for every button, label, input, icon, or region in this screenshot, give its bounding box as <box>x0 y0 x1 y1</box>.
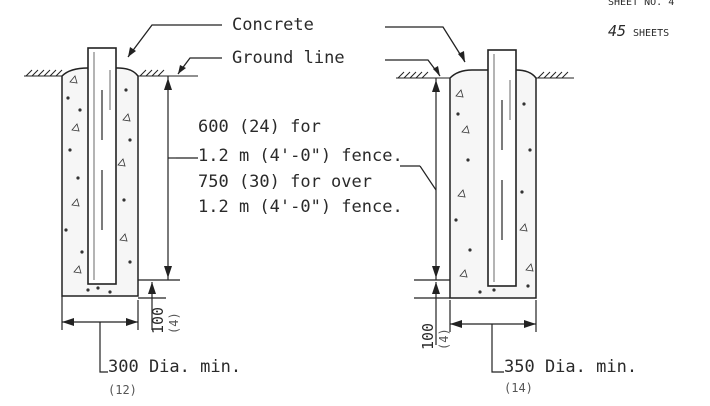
concrete-leader-right <box>385 26 466 63</box>
depth-note-line-2: 1.2 m (4'-0") fence. <box>198 146 403 166</box>
diameter-dimension-left <box>61 296 139 373</box>
right-footing: 100 (4) 350 Dia. min. (14) <box>396 49 637 395</box>
right-diameter-label: 350 Dia. min. <box>504 357 637 377</box>
depth-dimension-left <box>138 76 180 281</box>
diameter-dimension-right <box>449 300 537 373</box>
depth-note: 600 (24) for 1.2 m (4'-0") fence. 750 (3… <box>168 117 437 217</box>
offset-dimension-right <box>414 282 450 345</box>
left-diameter-imperial: (12) <box>108 383 137 397</box>
depth-note-line-3: 750 (30) for over <box>198 172 372 192</box>
aggregate-left <box>64 75 132 294</box>
ground-line-label: Ground line <box>232 48 345 68</box>
ground-hatch-right <box>396 71 574 79</box>
concrete-label: Concrete <box>232 15 314 35</box>
right-offset-imperial: (4) <box>437 328 451 350</box>
right-offset-value: 100 <box>419 323 437 350</box>
sheet-number-label: SHEET NO. 4 <box>608 0 674 8</box>
left-offset-imperial: (4) <box>167 312 181 334</box>
concrete-leader-left <box>127 24 222 58</box>
right-diameter-imperial: (14) <box>504 381 533 395</box>
left-diameter-label: 300 Dia. min. <box>108 357 241 377</box>
fence-post-left <box>87 47 117 285</box>
ground-line-leader-left <box>177 57 222 75</box>
ground-line-leader-right <box>385 59 441 77</box>
sheets-count: 45 <box>608 22 626 40</box>
sheets-word: SHEETS <box>633 28 669 39</box>
left-footing: 100 (4) 300 Dia. min. (12) <box>24 47 241 397</box>
left-offset-value: 100 <box>149 307 167 334</box>
offset-dimension-left <box>138 282 166 330</box>
fence-post-right <box>487 49 517 287</box>
depth-dimension-right <box>414 78 450 281</box>
depth-note-line-1: 600 (24) for <box>198 117 321 137</box>
depth-note-line-4: 1.2 m (4'-0") fence. <box>198 197 403 217</box>
aggregate-right <box>454 89 534 294</box>
